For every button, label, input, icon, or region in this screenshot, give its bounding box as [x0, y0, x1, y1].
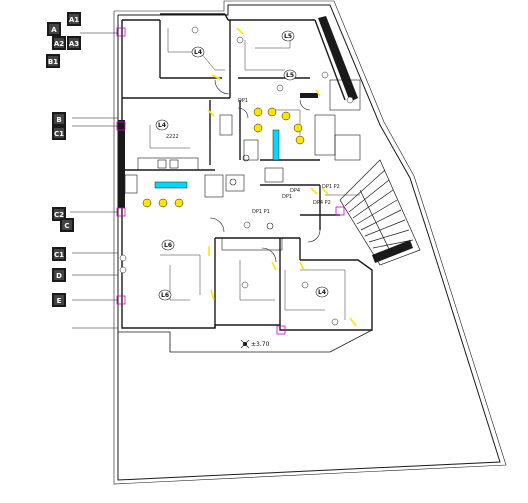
circuit-label-l4b: L4 — [155, 119, 169, 131]
axis-tag-a1: A1 — [67, 12, 81, 26]
axis-tag-inner — [54, 209, 64, 219]
axis-tag-inner — [54, 128, 64, 138]
circuit-label-l5b: L5 — [283, 69, 297, 81]
circuit-label-text: L5 — [284, 33, 292, 40]
switch-markers — [207, 27, 357, 327]
circuit-label-text: L4 — [318, 289, 326, 296]
axis-tag-a3: A2 — [52, 36, 66, 50]
light-fixtures — [142, 107, 305, 208]
axis-tag-text: D — [56, 272, 62, 280]
circuit-label-circle — [158, 289, 172, 301]
small-label-s3: DP1 P2 — [322, 184, 340, 190]
axis-tag-inner — [69, 38, 79, 48]
circuit-label-text: L4 — [194, 49, 202, 56]
axis-tag-d1: D — [52, 268, 66, 282]
circuit-label-circle — [281, 30, 295, 42]
axis-tag-text: B1 — [48, 58, 58, 66]
axis-tag-inner — [54, 38, 64, 48]
circuit-label-l6a: L6 — [161, 239, 175, 251]
axis-tag-b1: B1 — [46, 54, 60, 68]
axis-tag-inner — [49, 24, 59, 34]
axis-tag-text: A — [51, 26, 57, 34]
circuit-label-l4a: L4 — [191, 46, 205, 58]
axis-tag-inner — [54, 249, 64, 259]
fixtures — [124, 79, 361, 251]
axis-tag-a2: A — [47, 22, 61, 36]
circuit-label-circle — [283, 69, 297, 81]
axis-tag-b2: B — [52, 112, 66, 126]
circuit-label-l4c: L4 — [315, 286, 329, 298]
axis-tag-inner — [48, 56, 58, 66]
small-label-s4: DP4 P2 — [313, 200, 331, 206]
circuit-label-text: L4 — [158, 122, 166, 129]
axis-tag-text: C1 — [54, 251, 64, 259]
axis-tag-inner — [54, 270, 64, 280]
axis-tag-text: A1 — [69, 16, 79, 24]
axis-tag-inner — [54, 114, 64, 124]
small-label-s2: DP1 — [238, 98, 248, 104]
axis-tag-e1: E — [52, 293, 66, 307]
axis-tag-text: C2 — [54, 211, 64, 219]
axis-tag-inner — [69, 14, 79, 24]
axis-tag-text: C — [64, 222, 69, 230]
circuit-label-l6b: L6 — [158, 289, 172, 301]
axis-tag-text: A3 — [69, 40, 79, 48]
circuit-label-circle — [161, 239, 175, 251]
axis-tag-c4: C1 — [52, 247, 66, 261]
heavy-walls — [118, 16, 413, 263]
outlet-symbols — [119, 26, 354, 326]
circuit-label-text: L6 — [164, 242, 172, 249]
axis-tag-text: A2 — [54, 40, 64, 48]
site-boundary — [113, 0, 507, 485]
circuit-label-l5a: L5 — [281, 30, 295, 42]
level-mark-text: ±3.70 — [251, 341, 270, 348]
axis-tag-c3: C — [60, 218, 74, 232]
circuit-label-circle — [315, 286, 329, 298]
staircase — [339, 159, 421, 266]
axis-tag-c2: C2 — [52, 207, 66, 221]
axis-tag-text: E — [57, 297, 62, 305]
axis-tag-a4: A3 — [67, 36, 81, 50]
small-label-s1: 2222 — [166, 134, 179, 140]
axis-tag-c1: C1 — [52, 126, 66, 140]
axis-tag-text: C1 — [54, 130, 64, 138]
circuit-label-circle — [191, 46, 205, 58]
small-label-s6: DP1 P1 — [252, 209, 270, 215]
wiring — [149, 28, 360, 320]
door-swings — [209, 79, 321, 263]
circuit-label-circle — [155, 119, 169, 131]
building-walls — [121, 13, 373, 331]
small-label-s7: DP4 — [290, 188, 300, 194]
circuit-label-text: L5 — [286, 72, 294, 79]
axis-lines — [70, 32, 118, 329]
circuit-label-text: L6 — [161, 292, 169, 299]
level-mark: ±3.70 — [240, 339, 270, 349]
axis-tag-text: B — [56, 116, 61, 124]
small-label-s5: DP1 — [282, 194, 292, 200]
axis-tag-inner — [54, 295, 64, 305]
axis-tag-inner — [62, 220, 72, 230]
